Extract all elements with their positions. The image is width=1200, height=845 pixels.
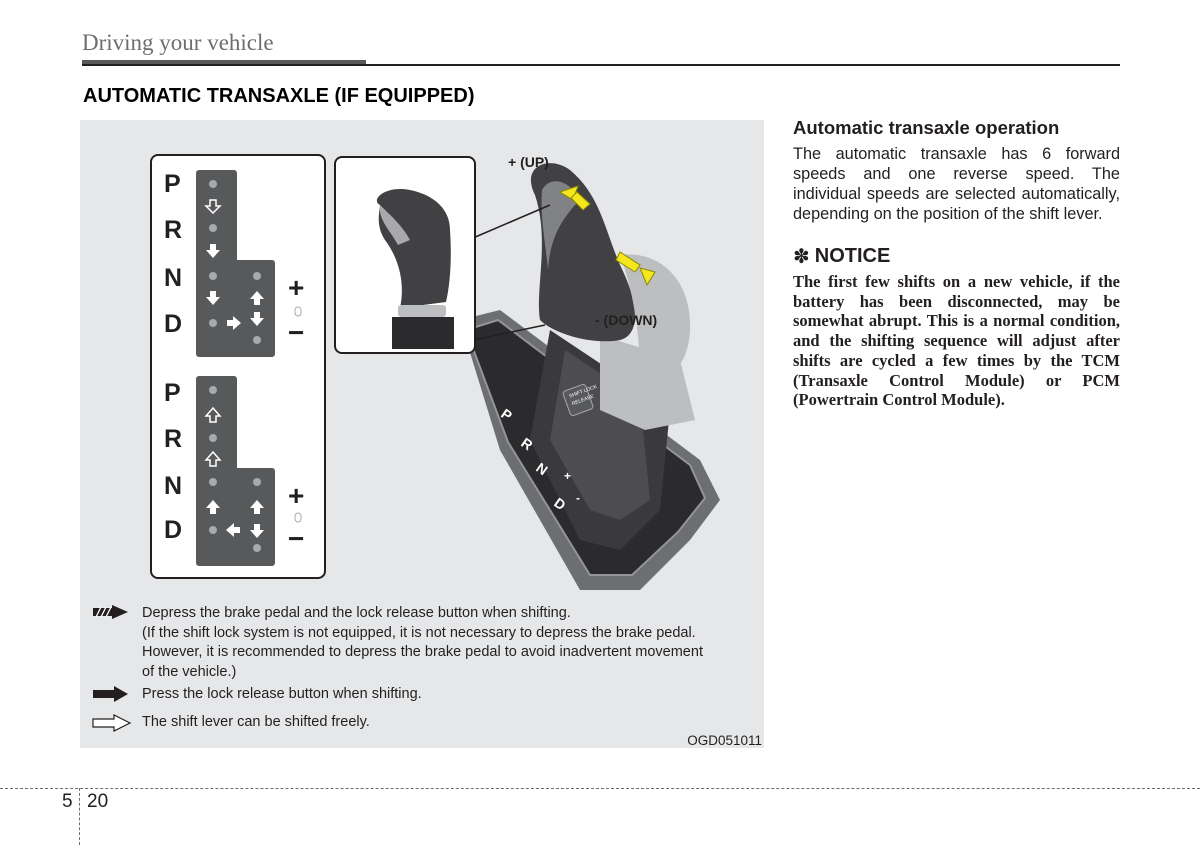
pattern-bottom-gear-p: P: [164, 379, 181, 407]
legend-text: Press the lock release button when shift…: [142, 685, 758, 705]
pattern-bottom-plus: +: [288, 480, 304, 511]
shift-pattern-figure: P R N D + − P R N D + −: [80, 120, 764, 748]
legend-text: of the vehicle.): [142, 663, 758, 683]
pattern-top-gear-d: D: [164, 310, 182, 338]
notice-heading-label: NOTICE: [815, 245, 891, 268]
pattern-top-gear-r: R: [164, 216, 182, 244]
figure-legend: Depress the brake pedal and the lock rel…: [142, 604, 758, 733]
notice-heading: ✽ NOTICE: [793, 244, 1120, 269]
legend-text: The shift lever can be shifted freely.: [142, 713, 758, 733]
legend-item-free-shift: The shift lever can be shifted freely.: [142, 713, 758, 733]
section-title: AUTOMATIC TRANSAXLE (IF EQUIPPED): [83, 85, 474, 108]
operation-heading: Automatic transaxle operation: [793, 117, 1120, 139]
figure-code: OGD051011: [687, 733, 762, 748]
figure-illustration: P R N D + − P R N D + −: [80, 120, 764, 600]
pattern-top-minus: −: [288, 317, 304, 348]
pattern-top-plus: +: [288, 272, 304, 303]
up-label: + (UP): [508, 154, 549, 170]
chapter-number: 5: [62, 791, 73, 813]
notice-symbol-icon: ✽: [793, 244, 810, 269]
legend-text: (If the shift lock system is not equippe…: [142, 624, 758, 644]
legend-text: Depress the brake pedal and the lock rel…: [142, 604, 758, 624]
console-minus: -: [576, 491, 580, 505]
pattern-top-gear-n: N: [164, 264, 182, 292]
console-plus: +: [564, 469, 571, 483]
right-column: Automatic transaxle operation The automa…: [793, 117, 1120, 410]
footer-divider: [0, 788, 1200, 789]
operation-body: The automatic transaxle has 6 forward sp…: [793, 144, 1120, 224]
down-label: - (DOWN): [595, 312, 657, 328]
lever-closeup-inset: [335, 157, 475, 353]
legend-text: However, it is recommended to depress th…: [142, 643, 758, 663]
legend-item-lock-release: Press the lock release button when shift…: [142, 685, 758, 705]
shift-console-illustration: SHIFT LOCK RELEASE P R N D + - + (UP) - …: [460, 154, 720, 590]
pattern-top-gear-p: P: [164, 170, 181, 198]
pattern-bottom-gear-r: R: [164, 425, 182, 453]
pattern-bottom-minus: −: [288, 523, 304, 554]
pattern-bottom-gear-d: D: [164, 516, 182, 544]
notice-body: The first few shifts on a new vehicle, i…: [793, 272, 1120, 410]
legend-item-brake: Depress the brake pedal and the lock rel…: [142, 604, 758, 682]
chapter-header-title: Driving your vehicle: [82, 30, 274, 56]
footer-divider-vertical: [79, 788, 80, 845]
page-number: 20: [87, 791, 108, 813]
header-rule: [82, 64, 1120, 66]
pattern-bottom-gear-n: N: [164, 472, 182, 500]
